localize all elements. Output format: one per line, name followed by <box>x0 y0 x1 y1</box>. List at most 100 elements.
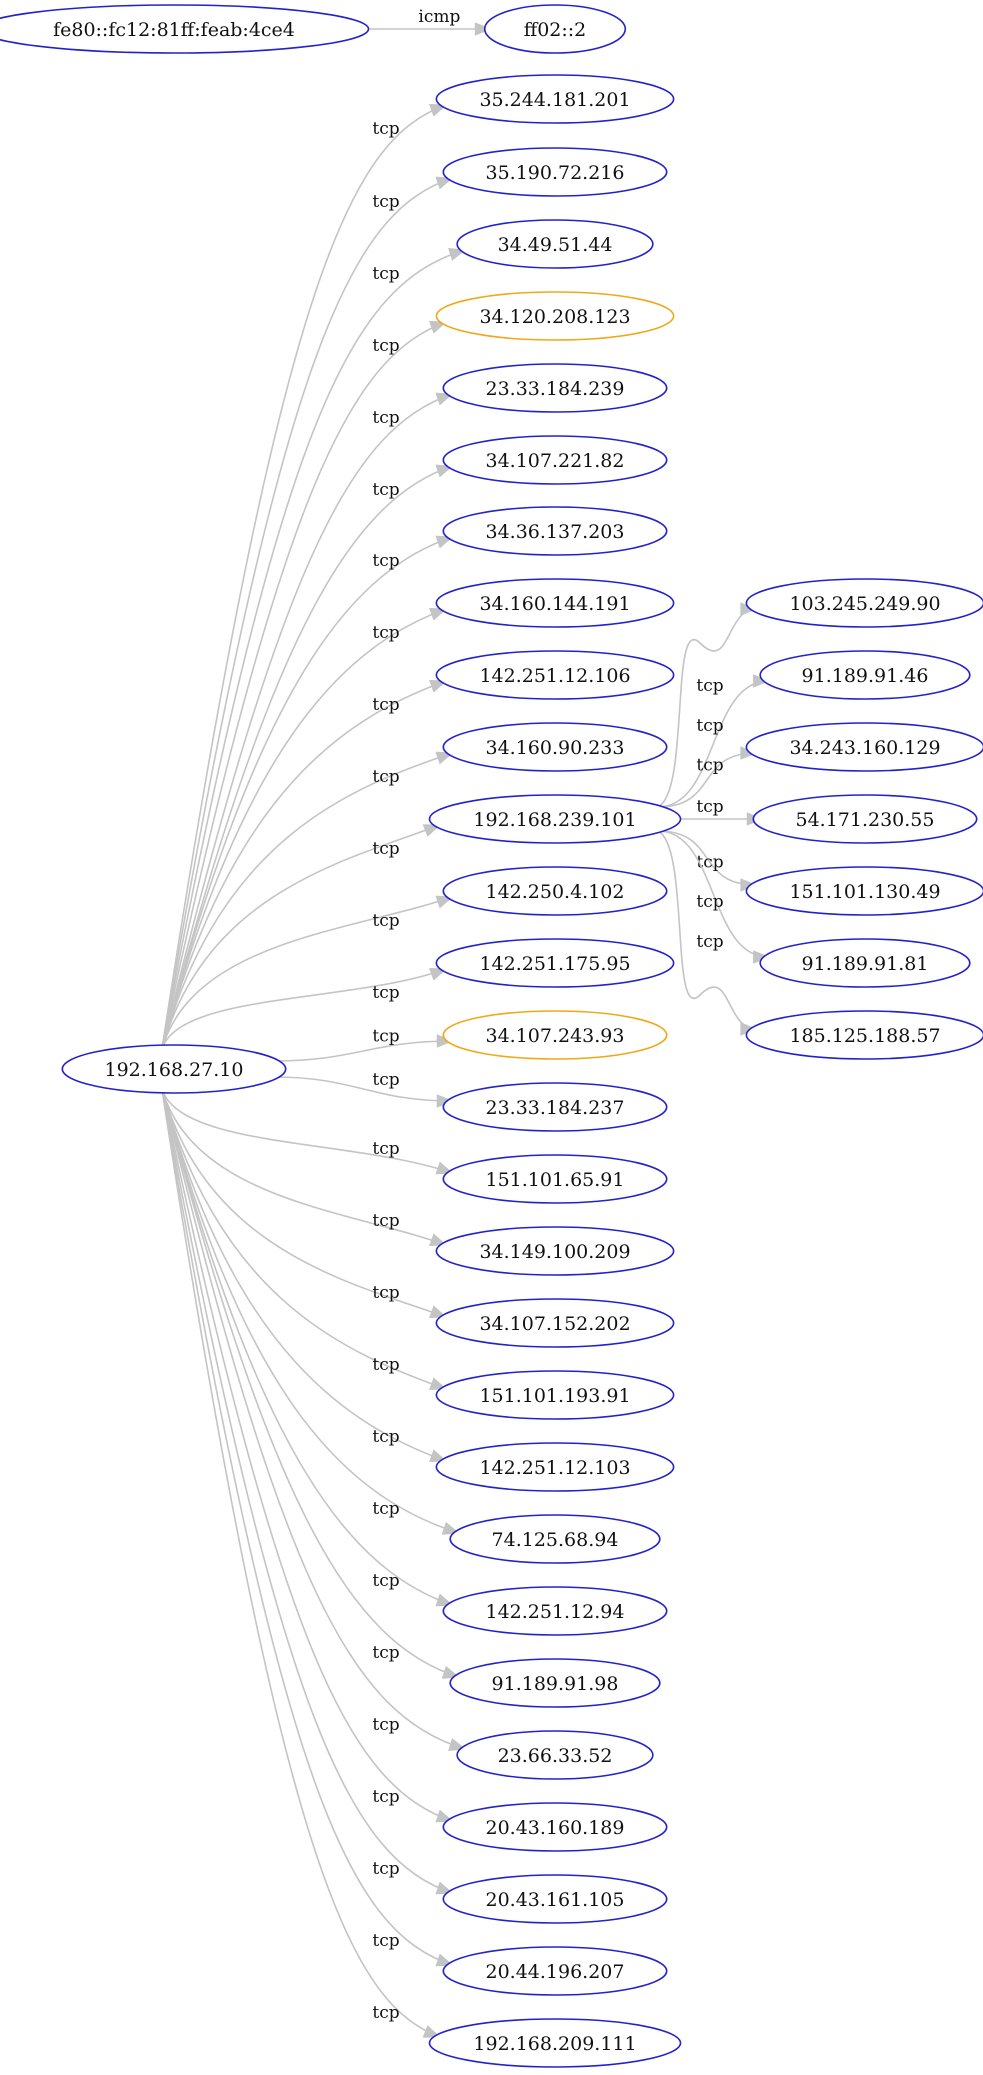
edge-31-192-168-239-101-34-243-160-129 <box>657 752 756 808</box>
edge-label-16-192-168-27-10-151-101-65-91: tcp <box>372 1139 399 1159</box>
node-ellipse <box>61 1044 287 1094</box>
node-91-189-91-98[interactable]: 91.189.91.98 <box>449 1658 661 1708</box>
edge-16-192-168-27-10-151-101-65-91 <box>161 1089 453 1174</box>
node-label: 142.251.12.103 <box>479 1457 630 1479</box>
node-label: 103.245.249.90 <box>789 593 940 615</box>
node-fe80-fc12-81ff-feab-4ce4[interactable]: fe80::fc12:81ff:feab:4ce4 <box>0 4 370 54</box>
node-label: 35.244.181.201 <box>479 89 630 111</box>
node-35-190-72-216[interactable]: 35.190.72.216 <box>442 147 668 197</box>
node-20-43-160-189[interactable]: 20.43.160.189 <box>442 1802 668 1852</box>
node-192-168-27-10[interactable]: 192.168.27.10 <box>61 1044 287 1094</box>
edge-1-192-168-27-10-35-244-181-201 <box>161 104 447 1049</box>
node-34-107-152-202[interactable]: 34.107.152.202 <box>435 1298 675 1348</box>
node-151-101-65-91[interactable]: 151.101.65.91 <box>442 1154 668 1204</box>
edge-28-192-168-27-10-192-168-209-111 <box>161 1089 440 2038</box>
node-54-171-230-55[interactable]: 54.171.230.55 <box>752 794 978 844</box>
node-142-251-12-103[interactable]: 142.251.12.103 <box>435 1442 675 1492</box>
node-192-168-209-111[interactable]: 192.168.209.111 <box>428 2018 682 2068</box>
edge-label-1-192-168-27-10-35-244-181-201: tcp <box>372 119 399 139</box>
node-142-251-12-94[interactable]: 142.251.12.94 <box>442 1586 668 1636</box>
node-23-33-184-239[interactable]: 23.33.184.239 <box>442 363 668 413</box>
node-142-250-4-102[interactable]: 142.250.4.102 <box>442 866 668 916</box>
node-label: 151.101.193.91 <box>479 1385 630 1407</box>
edge-21-192-168-27-10-74-125-68-94 <box>161 1089 459 1534</box>
edge-label-6-192-168-27-10-34-107-221-82: tcp <box>372 480 399 500</box>
node-151-101-130-49[interactable]: 151.101.130.49 <box>745 866 983 916</box>
node-91-189-91-46[interactable]: 91.189.91.46 <box>759 650 971 700</box>
node-ellipse <box>442 147 668 197</box>
node-ellipse <box>442 363 668 413</box>
node-34-120-208-123[interactable]: 34.120.208.123 <box>435 291 675 341</box>
edge-layer: icmp tcp tcp tcp tcp tcp tcp tcp tcp tcp tcp tcp tcp… <box>161 7 770 2038</box>
node-20-44-196-207[interactable]: 20.44.196.207 <box>442 1946 668 1996</box>
node-label: 20.43.160.189 <box>485 1817 624 1839</box>
node-151-101-193-91[interactable]: 151.101.193.91 <box>435 1370 675 1420</box>
edge-label-30-192-168-239-101-91-189-91-46: tcp <box>696 716 723 736</box>
edge-label-19-192-168-27-10-151-101-193-91: tcp <box>372 1355 399 1375</box>
node-91-189-91-81[interactable]: 91.189.91.81 <box>759 938 971 988</box>
node-192-168-239-101[interactable]: 192.168.239.101 <box>428 794 682 844</box>
node-ellipse <box>435 1370 675 1420</box>
node-34-107-221-82[interactable]: 34.107.221.82 <box>442 435 668 485</box>
node-74-125-68-94[interactable]: 74.125.68.94 <box>449 1514 661 1564</box>
node-label: 34.160.144.191 <box>479 593 630 615</box>
node-ellipse <box>442 1082 668 1132</box>
node-ellipse <box>442 722 668 772</box>
edge-label-0-fe80-fc12-81ff-feab-4ce4-ff02-2: icmp <box>418 7 460 27</box>
node-label: 192.168.27.10 <box>104 1059 243 1081</box>
edge-label-26-192-168-27-10-20-43-161-105: tcp <box>372 1859 399 1879</box>
edge-2-192-168-27-10-35-190-72-216 <box>161 177 453 1049</box>
node-ellipse <box>745 722 983 772</box>
node-ellipse <box>435 291 675 341</box>
node-ellipse <box>759 938 971 988</box>
edge-label-35-192-168-239-101-185-125-188-57: tcp <box>696 932 723 952</box>
edge-4-192-168-27-10-34-120-208-123 <box>161 321 447 1049</box>
node-34-160-144-191[interactable]: 34.160.144.191 <box>435 578 675 628</box>
edge-label-7-192-168-27-10-34-36-137-203: tcp <box>372 551 399 571</box>
edge-label-2-192-168-27-10-35-190-72-216: tcp <box>372 192 399 212</box>
node-label: ff02::2 <box>524 19 587 41</box>
edge-label-5-192-168-27-10-23-33-184-239: tcp <box>372 408 399 428</box>
node-ellipse <box>442 866 668 916</box>
edge-18-192-168-27-10-34-107-152-202 <box>161 1089 447 1318</box>
node-ellipse <box>449 1514 661 1564</box>
edge-label-21-192-168-27-10-74-125-68-94: tcp <box>372 1499 399 1519</box>
node-label: 23.33.184.239 <box>485 378 624 400</box>
node-ellipse <box>745 578 983 628</box>
node-185-125-188-57[interactable]: 185.125.188.57 <box>745 1010 983 1060</box>
edge-label-27-192-168-27-10-20-44-196-207: tcp <box>372 1931 399 1951</box>
edge-label-24-192-168-27-10-23-66-33-52: tcp <box>372 1715 399 1735</box>
node-label: 91.189.91.81 <box>802 953 929 975</box>
edge-9-192-168-27-10-142-251-12-106 <box>161 680 447 1049</box>
edge-24-192-168-27-10-23-66-33-52 <box>161 1089 466 1750</box>
node-23-33-184-237[interactable]: 23.33.184.237 <box>442 1082 668 1132</box>
node-142-251-12-106[interactable]: 142.251.12.106 <box>435 650 675 700</box>
edge-14-192-168-27-10-34-107-243-93 <box>274 1040 453 1062</box>
node-103-245-249-90[interactable]: 103.245.249.90 <box>745 578 983 628</box>
edge-25-192-168-27-10-20-43-160-189 <box>161 1089 453 1822</box>
node-34-107-243-93[interactable]: 34.107.243.93 <box>442 1010 668 1060</box>
node-label: 20.43.161.105 <box>485 1889 624 1911</box>
node-34-243-160-129[interactable]: 34.243.160.129 <box>745 722 983 772</box>
node-142-251-175-95[interactable]: 142.251.175.95 <box>435 938 675 988</box>
node-ellipse <box>456 219 654 269</box>
edge-label-8-192-168-27-10-34-160-144-191: tcp <box>372 623 399 643</box>
edge-label-23-192-168-27-10-91-189-91-98: tcp <box>372 1643 399 1663</box>
edge-label-28-192-168-27-10-192-168-209-111: tcp <box>372 2003 399 2023</box>
node-label: 142.251.175.95 <box>479 953 630 975</box>
node-label: 34.107.243.93 <box>485 1025 624 1047</box>
edge-8-192-168-27-10-34-160-144-191 <box>161 608 447 1049</box>
edge-26-192-168-27-10-20-43-161-105 <box>161 1089 453 1894</box>
node-20-43-161-105[interactable]: 20.43.161.105 <box>442 1874 668 1924</box>
edge-27-192-168-27-10-20-44-196-207 <box>161 1089 453 1966</box>
node-35-244-181-201[interactable]: 35.244.181.201 <box>435 74 675 124</box>
node-34-160-90-233[interactable]: 34.160.90.233 <box>442 722 668 772</box>
node-ellipse <box>435 938 675 988</box>
node-ff02-2[interactable]: ff02::2 <box>483 4 627 54</box>
node-23-66-33-52[interactable]: 23.66.33.52 <box>456 1730 654 1780</box>
node-34-36-137-203[interactable]: 34.36.137.203 <box>442 506 668 556</box>
node-ellipse <box>745 866 983 916</box>
node-34-149-100-209[interactable]: 34.149.100.209 <box>435 1226 675 1276</box>
node-34-49-51-44[interactable]: 34.49.51.44 <box>456 219 654 269</box>
node-label: 23.33.184.237 <box>485 1097 624 1119</box>
